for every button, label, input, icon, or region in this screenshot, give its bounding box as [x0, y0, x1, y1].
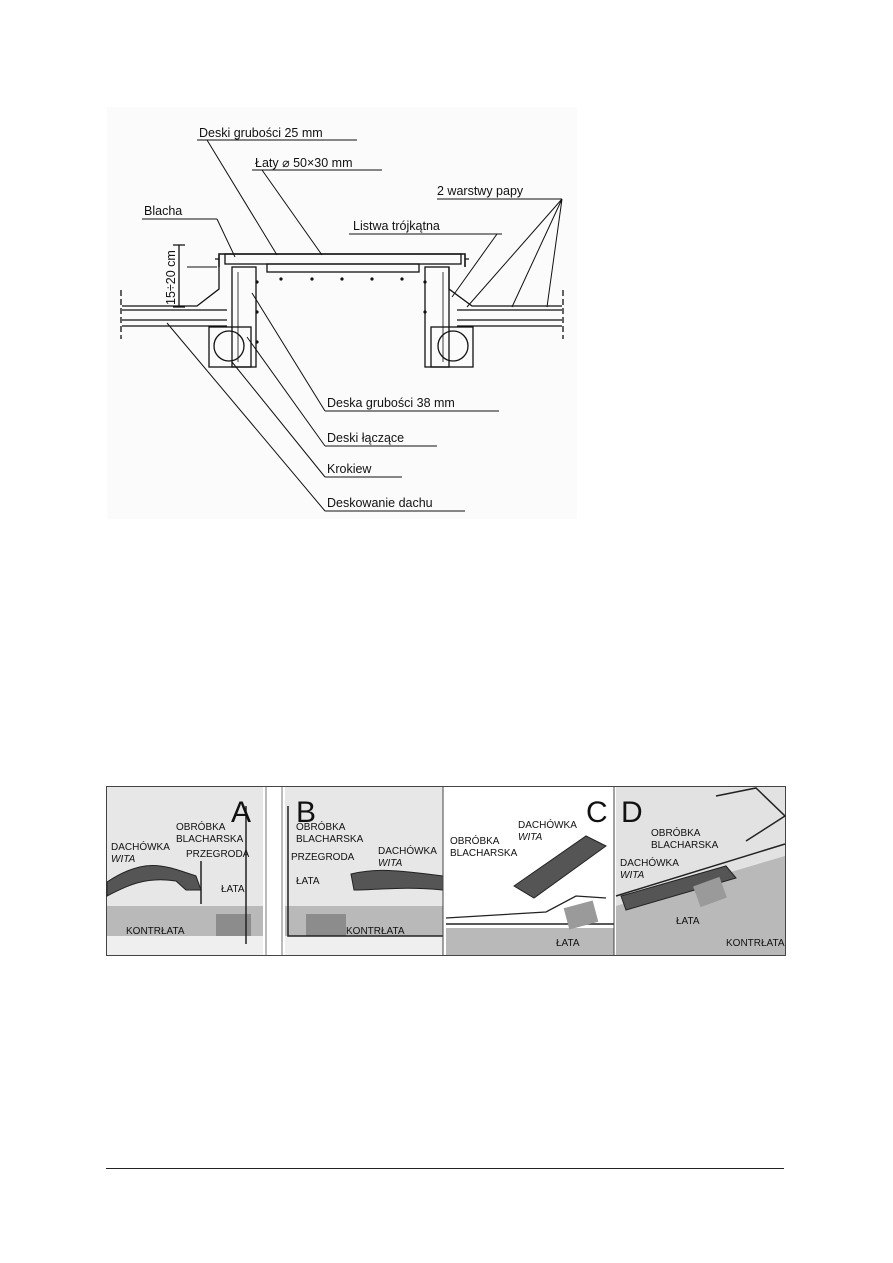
panel-a-obrobka1: OBRÓBKA [176, 820, 226, 833]
panel-a-wita: WITA [111, 854, 136, 865]
felt-left [122, 267, 220, 307]
rafter-left-grain [213, 330, 245, 362]
panel-d-obrobka1: OBRÓBKA [651, 826, 701, 839]
roof-boarding-right [457, 309, 562, 327]
panel-b-dachowka: DACHÓWKA [378, 844, 437, 857]
cover-boards [224, 253, 462, 265]
rafter-left [208, 326, 252, 368]
bottom-panels-svg: A DACHÓWKA WITA OBRÓBKA BLACHARSKA PRZEG… [106, 786, 787, 956]
panel-a-kontrlata: KONTRŁATA [126, 926, 185, 937]
label-wymiar: 15÷20 cm [164, 250, 178, 305]
label-krokiew: Krokiew [327, 462, 372, 476]
panel-b-lata: ŁATA [296, 876, 320, 887]
rafter-right [430, 326, 474, 368]
panel-b: B OBRÓBKA BLACHARSKA PRZEGRODA DACHÓWKA … [285, 787, 444, 955]
dimension-line [173, 244, 185, 308]
label-deski-25: Deski grubości 25 mm [199, 126, 323, 140]
felt-right [448, 267, 562, 307]
roof-section-drawing [120, 244, 564, 368]
bottom-panels: A DACHÓWKA WITA OBRÓBKA BLACHARSKA PRZEG… [106, 786, 787, 956]
panel-d-letter: D [621, 796, 643, 829]
panel-d-dachowka: DACHÓWKA [620, 856, 679, 869]
battens [266, 263, 420, 273]
panel-b-przegroda: PRZEGRODA [291, 852, 355, 863]
panel-c-dachowka: DACHÓWKA [518, 818, 577, 831]
top-diagram-svg: Deski grubości 25 mm Łaty ⌀ 50×30 mm 2 w… [120, 126, 564, 512]
panel-c-obrobka1: OBRÓBKA [450, 834, 500, 847]
label-blacha: Blacha [144, 204, 182, 218]
panel-b-obrobka1: OBRÓBKA [296, 820, 346, 833]
top-labels: Deski grubości 25 mm Łaty ⌀ 50×30 mm 2 w… [144, 126, 524, 510]
panel-a-obrobka2: BLACHARSKA [176, 834, 244, 845]
panel-d-obrobka2: BLACHARSKA [651, 840, 719, 851]
label-deski-laczace: Deski łączące [327, 431, 404, 445]
roof-boarding-left [122, 309, 227, 327]
panel-b-wita: WITA [378, 858, 403, 869]
panel-a-dachowka: DACHÓWKA [111, 840, 170, 853]
panel-c-lata: ŁATA [556, 938, 580, 949]
panel-b-obrobka2: BLACHARSKA [296, 834, 364, 845]
panel-c-wita: WITA [518, 832, 543, 843]
panel-d: D OBRÓBKA BLACHARSKA DACHÓWKA WITA ŁATA … [615, 787, 787, 955]
panel-b-letter: B [296, 796, 316, 829]
label-deska-38: Deska grubości 38 mm [327, 396, 455, 410]
section-break-lines [120, 290, 564, 339]
metal-cap [218, 253, 466, 267]
upstand-left [231, 266, 257, 368]
label-deskowanie: Deskowanie dachu [327, 496, 433, 510]
panel-d-lata: ŁATA [676, 916, 700, 927]
panel-d-kontrlata: KONTRŁATA [726, 938, 785, 949]
panel-a-lata: ŁATA [221, 884, 245, 895]
panel-b-kontrlata: KONTRŁATA [346, 926, 405, 937]
top-diagram: Deski grubości 25 mm Łaty ⌀ 50×30 mm 2 w… [107, 107, 577, 519]
upstand-right [424, 266, 450, 368]
nails [255, 277, 427, 344]
panel-a: A DACHÓWKA WITA OBRÓBKA BLACHARSKA PRZEG… [106, 787, 263, 955]
panel-d-wita: WITA [620, 870, 645, 881]
panel-c-obrobka2: BLACHARSKA [450, 848, 518, 859]
panel-a-letter: A [231, 796, 251, 829]
label-listwa: Listwa trójkątna [353, 219, 440, 233]
panel-c: C DACHÓWKA WITA OBRÓBKA BLACHARSKA ŁATA [445, 787, 614, 955]
label-papa: 2 warstwy papy [437, 184, 524, 198]
leader-lines [142, 139, 563, 512]
label-laty: Łaty ⌀ 50×30 mm [255, 156, 353, 170]
panel-a-przegroda: PRZEGRODA [186, 849, 250, 860]
footer-rule [106, 1168, 784, 1169]
rafter-right-grain [437, 330, 469, 362]
panel-c-letter: C [586, 796, 608, 829]
